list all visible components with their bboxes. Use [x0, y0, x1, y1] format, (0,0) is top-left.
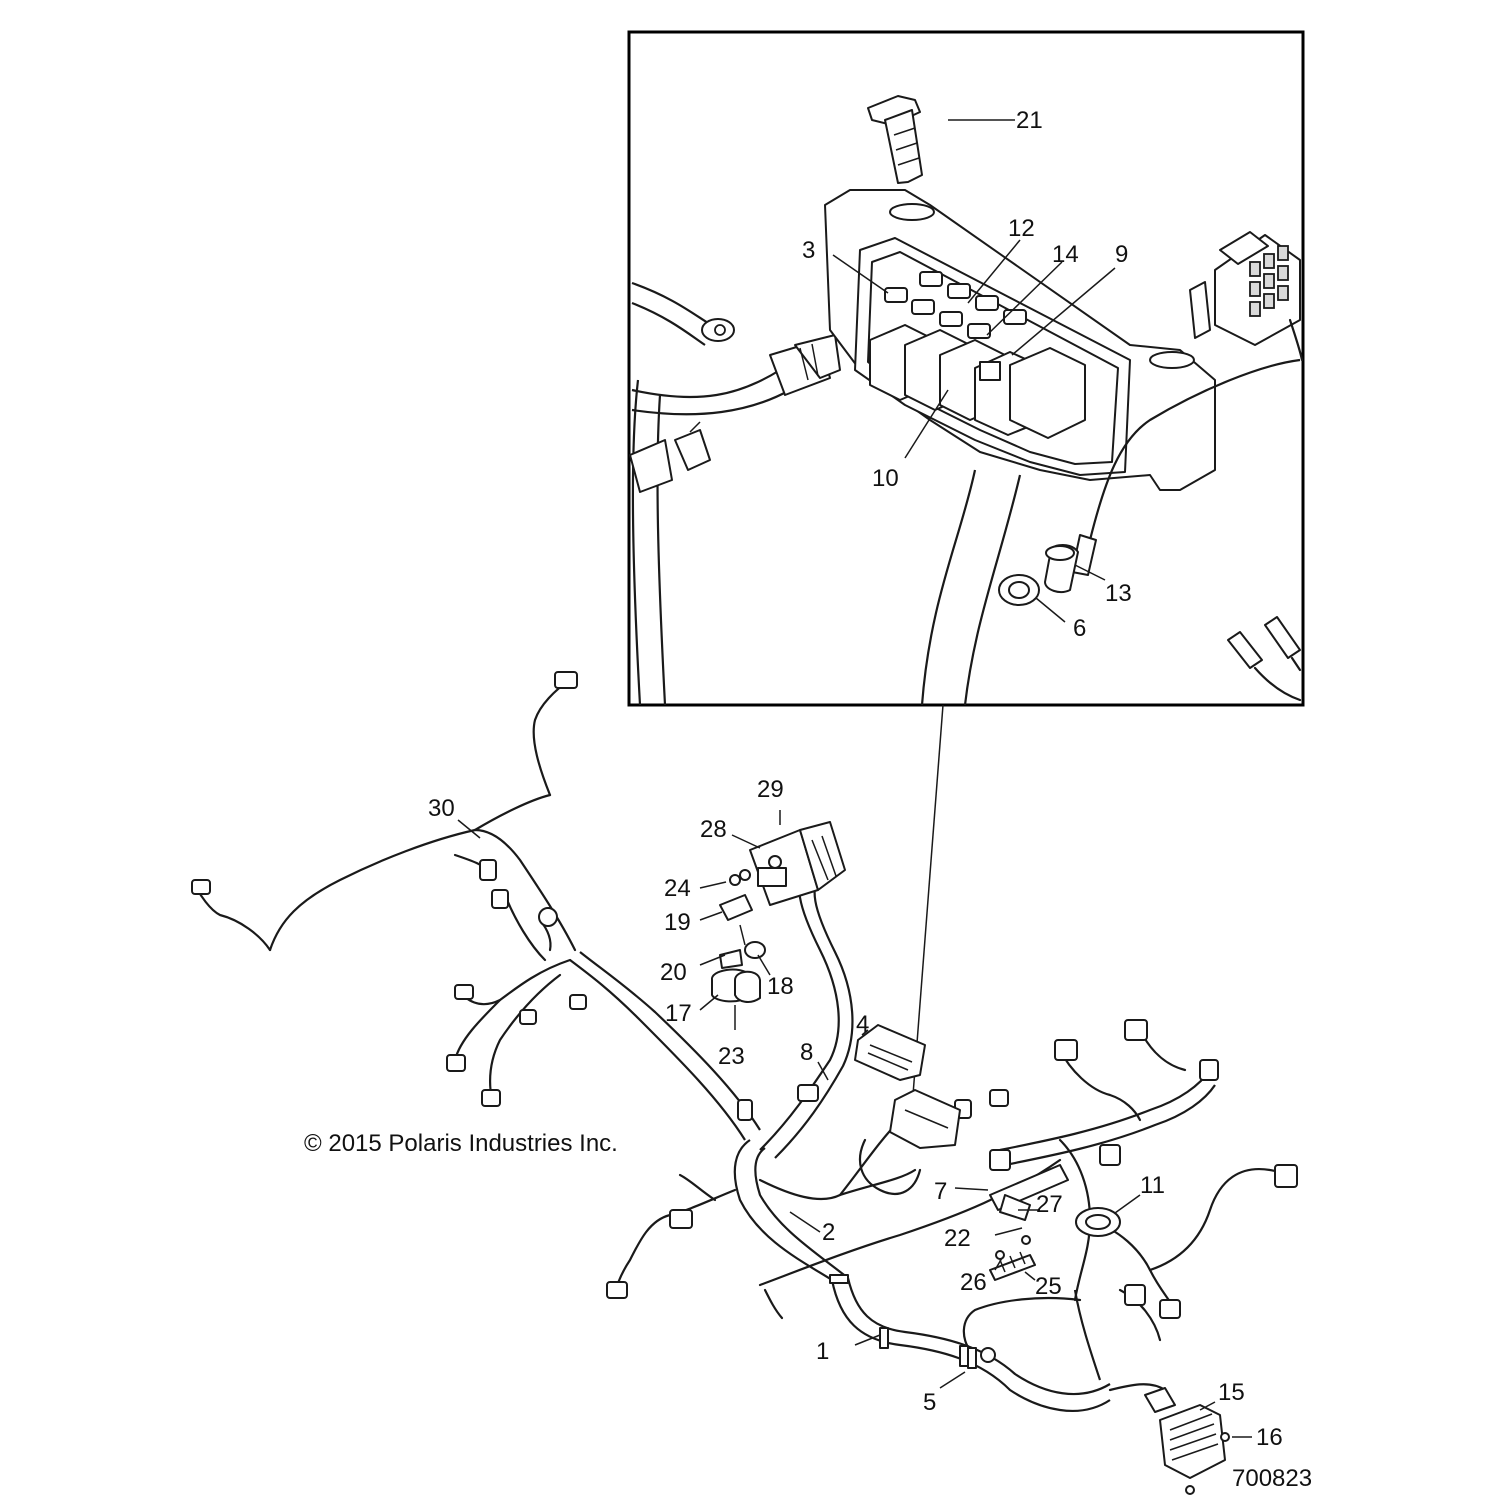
copyright-notice: © 2015 Polaris Industries Inc. [304, 1130, 618, 1157]
main-harness [193, 678, 1292, 1412]
connector-part-4 [854, 1024, 926, 1081]
callout-29: 29 [757, 776, 784, 803]
callout-2: 2 [822, 1219, 835, 1246]
callout-7: 7 [934, 1178, 947, 1205]
callout-11: 11 [1140, 1172, 1165, 1199]
callout-5: 5 [923, 1389, 936, 1416]
callout-leaders [457, 119, 1252, 1438]
callout-26: 26 [960, 1269, 987, 1296]
callout-22: 22 [944, 1225, 971, 1252]
callout-10: 10 [872, 465, 899, 492]
callout-30: 30 [428, 795, 455, 822]
grommet-part-11 [1075, 1207, 1121, 1237]
callout-17: 17 [665, 1000, 692, 1027]
callout-13: 13 [1105, 580, 1132, 607]
sensor-part-17 [711, 924, 766, 1030]
callout-4: 4 [856, 1011, 869, 1038]
clamp-part-27 [989, 1164, 1069, 1221]
callout-23: 23 [718, 1043, 745, 1070]
grommet-part-6 [998, 574, 1040, 606]
connector-cells [1249, 245, 1289, 317]
callout-15: 15 [1218, 1379, 1245, 1406]
callout-16: 16 [1256, 1424, 1283, 1451]
callout-24: 24 [664, 875, 691, 902]
fuse-row [884, 271, 1027, 339]
callout-28: 28 [700, 816, 727, 843]
callout-27: 27 [1036, 1191, 1063, 1218]
fuse-box-small [889, 1089, 961, 1149]
callout-labels: 21 12 14 9 3 10 13 6 30 29 28 24 19 20 1… [428, 107, 1283, 1451]
callout-14: 14 [1052, 241, 1079, 268]
regulator-part-15 [1144, 1387, 1230, 1495]
callout-1: 1 [816, 1338, 829, 1365]
callout-3: 3 [802, 237, 815, 264]
bracket-part-19 [719, 869, 753, 921]
callout-21: 21 [1016, 107, 1043, 134]
harness-connectors [191, 671, 1298, 1319]
callout-12: 12 [1008, 215, 1035, 242]
callout-9: 9 [1115, 241, 1128, 268]
ecu-part-28 [749, 821, 846, 906]
callout-25: 25 [1035, 1273, 1062, 1300]
callout-18: 18 [767, 973, 794, 1000]
detail-inset [627, 30, 1305, 707]
bracket-part-25 [989, 1235, 1036, 1281]
relay-row [869, 324, 1086, 439]
figure-number: 700823 [1232, 1465, 1312, 1492]
callout-8: 8 [800, 1039, 813, 1066]
callout-19: 19 [664, 909, 691, 936]
callout-20: 20 [660, 959, 687, 986]
callout-6: 6 [1073, 615, 1086, 642]
bolt-part-21 [867, 95, 923, 184]
